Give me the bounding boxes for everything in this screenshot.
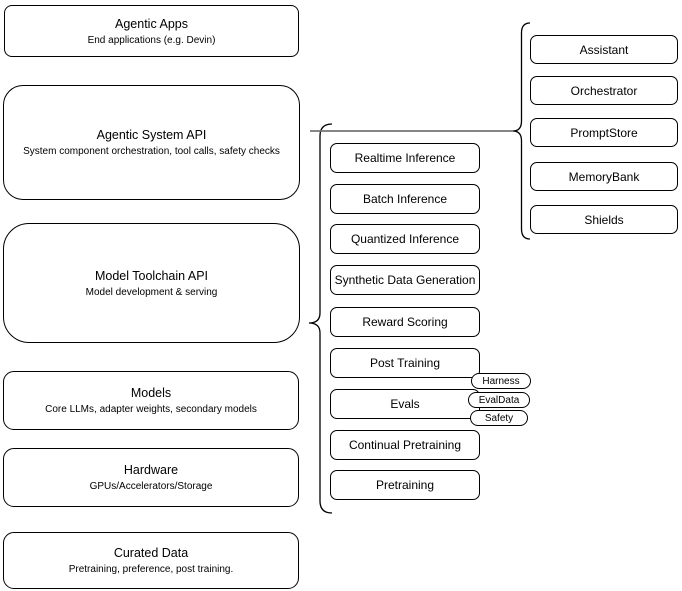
- component-item-assistant: Assistant: [530, 35, 678, 64]
- box-models: Models Core LLMs, adapter weights, secon…: [3, 371, 299, 430]
- box-subtitle: Core LLMs, adapter weights, secondary mo…: [45, 404, 257, 415]
- eval-tag-safety: Safety: [470, 410, 528, 426]
- component-item-label: MemoryBank: [568, 169, 640, 184]
- toolchain-item-quantized-inference: Quantized Inference: [330, 224, 480, 254]
- toolchain-item-label: Batch Inference: [362, 192, 448, 206]
- box-hardware: Hardware GPUs/Accelerators/Storage: [3, 448, 299, 507]
- eval-tag-evaldata: EvalData: [468, 392, 530, 408]
- box-subtitle: Pretraining, preference, post training.: [68, 564, 234, 575]
- components-bracket: [512, 22, 531, 240]
- component-item-promptstore: PromptStore: [530, 118, 678, 147]
- toolchain-item-label: Reward Scoring: [362, 315, 448, 329]
- toolchain-item-batch-inference: Batch Inference: [330, 184, 480, 214]
- component-item-label: Shields: [584, 212, 624, 227]
- component-item-label: Assistant: [579, 42, 629, 57]
- toolchain-item-synthetic-data-generation: Synthetic Data Generation: [330, 265, 480, 295]
- box-model-toolchain-api: Model Toolchain API Model development & …: [3, 223, 300, 343]
- eval-tag-harness: Harness: [471, 373, 531, 389]
- box-title: Agentic System API: [96, 128, 207, 142]
- toolchain-item-label: Quantized Inference: [350, 232, 460, 246]
- toolchain-item-label: Continual Pretraining: [348, 438, 462, 452]
- box-curated-data: Curated Data Pretraining, preference, po…: [3, 532, 299, 589]
- box-title: Model Toolchain API: [94, 268, 209, 283]
- box-subtitle: Model development & serving: [85, 286, 218, 298]
- toolchain-item-label: Post Training: [369, 356, 441, 370]
- toolchain-item-label: Realtime Inference: [354, 151, 456, 165]
- box-agentic-system-api: Agentic System API System component orch…: [3, 85, 300, 200]
- toolchain-item-label: Synthetic Data Generation: [334, 273, 476, 287]
- box-subtitle: System component orchestration, tool cal…: [23, 146, 280, 157]
- toolchain-item-post-training: Post Training: [330, 348, 480, 378]
- toolchain-item-label: Evals: [390, 397, 420, 411]
- toolchain-item-continual-pretraining: Continual Pretraining: [330, 430, 480, 460]
- box-title: Models: [130, 386, 172, 400]
- toolchain-item-reward-scoring: Reward Scoring: [330, 307, 480, 337]
- toolchain-bracket: [308, 123, 333, 514]
- box-title: Hardware: [123, 463, 179, 477]
- component-item-label: PromptStore: [570, 125, 638, 140]
- toolchain-item-pretraining: Pretraining: [330, 470, 480, 500]
- box-agentic-apps: Agentic Apps End applications (e.g. Devi…: [4, 5, 299, 57]
- toolchain-item-label: Pretraining: [375, 478, 435, 492]
- component-item-orchestrator: Orchestrator: [530, 76, 678, 105]
- component-item-shields: Shields: [530, 205, 678, 234]
- box-title: Curated Data: [113, 546, 189, 560]
- component-item-label: Orchestrator: [570, 83, 638, 98]
- box-subtitle: End applications (e.g. Devin): [87, 34, 216, 46]
- box-subtitle: GPUs/Accelerators/Storage: [89, 481, 213, 492]
- box-title: Agentic Apps: [115, 16, 188, 31]
- toolchain-item-realtime-inference: Realtime Inference: [330, 143, 480, 173]
- eval-tag-label: Safety: [484, 412, 514, 424]
- eval-tag-label: Harness: [482, 375, 520, 387]
- component-item-memorybank: MemoryBank: [530, 162, 678, 191]
- eval-tag-label: EvalData: [478, 394, 520, 406]
- toolchain-item-evals: Evals: [330, 389, 480, 419]
